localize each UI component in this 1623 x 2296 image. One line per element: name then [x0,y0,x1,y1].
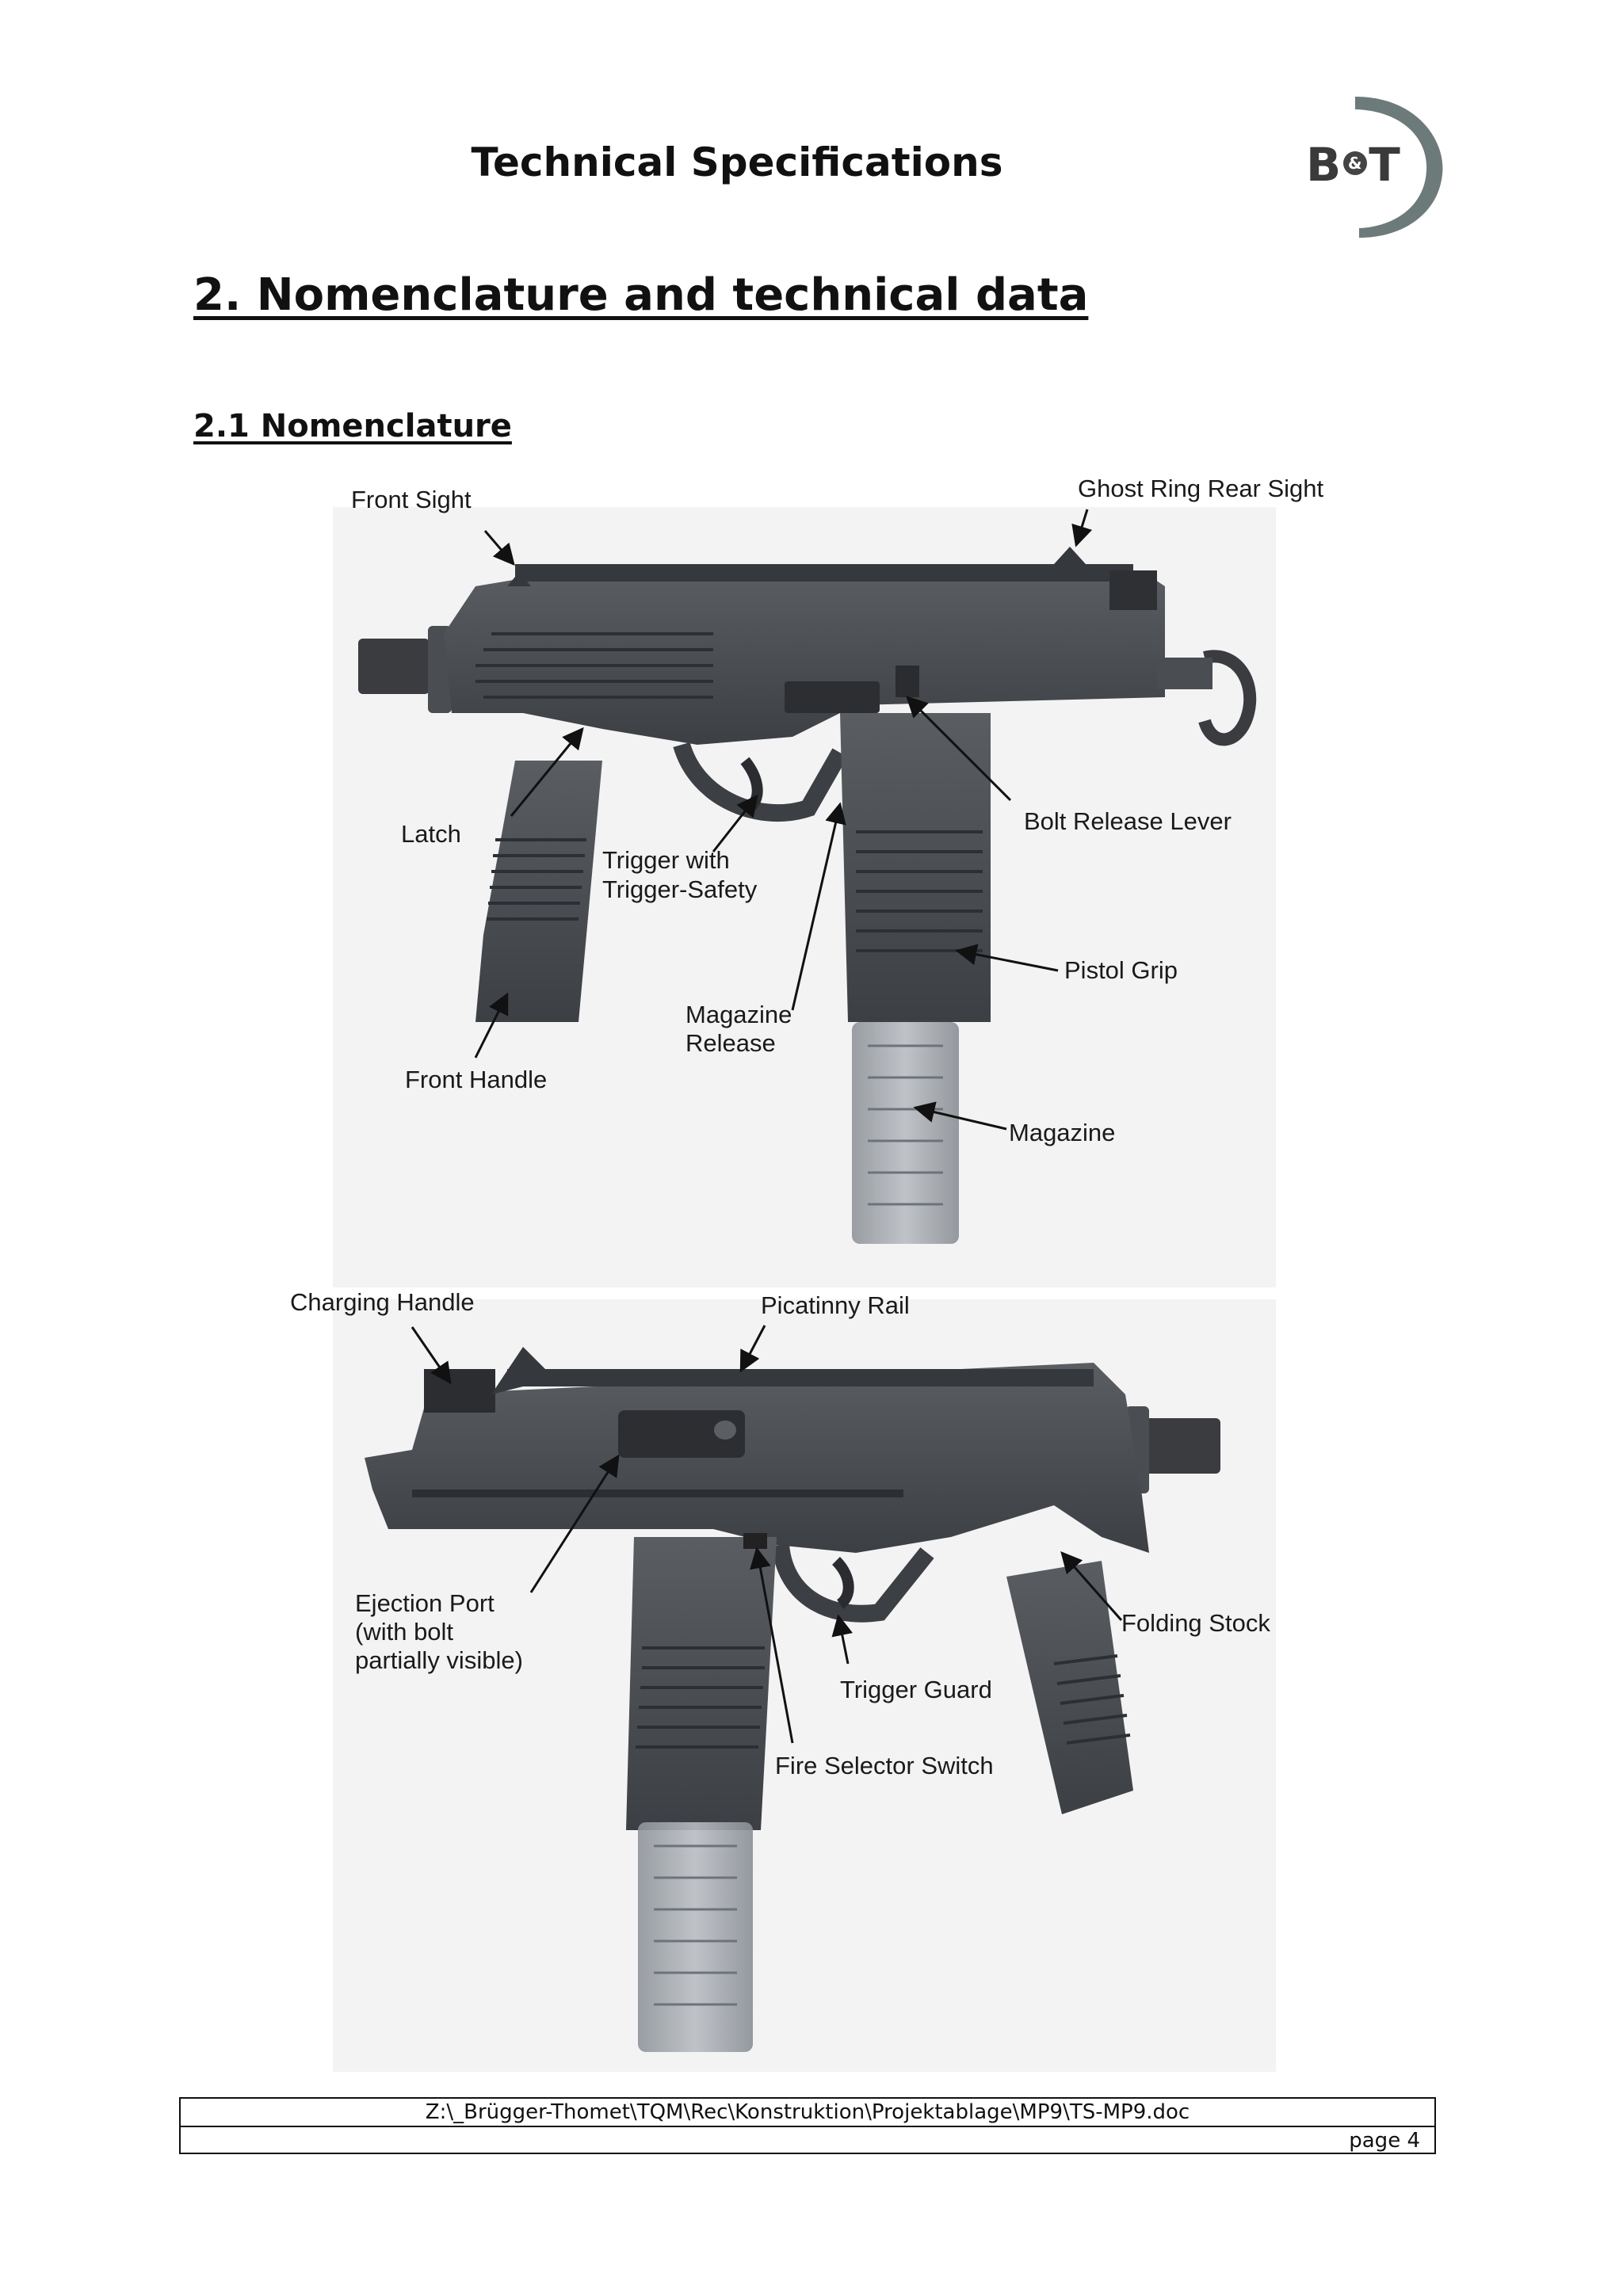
subsection-heading: 2.1 Nomenclature [193,408,512,444]
company-logo: B&T [1284,87,1450,246]
label-trigger-line-1: Trigger with [602,846,730,874]
logo-letter-t: T [1369,138,1401,192]
label-ghost-ring-rear-sight: Ghost Ring Rear Sight [1078,475,1324,502]
footer-file-path: Z:\_Brügger-Thomet\TQM\Rec\Konstruktion\… [181,2099,1434,2127]
label-front-sight: Front Sight [351,486,472,513]
label-charging-handle: Charging Handle [290,1288,475,1316]
figure-2-leader-lines [411,1325,1123,1744]
page-header-title: Technical Specifications [471,139,1003,185]
label-bolt-release-lever: Bolt Release Lever [1024,807,1232,835]
logo-letter-b: B [1306,138,1342,192]
label-magazine-release-line-1: Magazine [685,1001,792,1028]
label-trigger-line-2: Trigger-Safety [602,875,758,903]
label-fire-selector-switch: Fire Selector Switch [775,1752,994,1779]
logo-ampersand: & [1343,151,1368,175]
label-front-handle: Front Handle [405,1066,548,1093]
label-latch: Latch [401,820,461,848]
section-heading: 2. Nomenclature and technical data [193,269,1089,321]
logo-text: B&T [1306,138,1401,192]
label-ejection-port-line-2: (with bolt [355,1618,454,1646]
figure-1-leader-lines [474,509,1093,1131]
label-trigger-guard: Trigger Guard [840,1676,992,1703]
label-ejection-port-line-1: Ejection Port [355,1589,495,1617]
footer-page-number: page 4 [1349,2129,1420,2153]
label-picatinny-rail: Picatinny Rail [761,1291,910,1319]
weapon-left-side-view [358,547,1257,1244]
document-footer: Z:\_Brügger-Thomet\TQM\Rec\Konstruktion\… [179,2097,1436,2154]
label-magazine: Magazine [1009,1119,1116,1146]
label-folding-stock: Folding Stock [1121,1609,1270,1637]
label-pistol-grip: Pistol Grip [1064,956,1178,984]
label-ejection-port-line-3: partially visible) [355,1646,523,1674]
weapon-right-side-view [365,1347,1220,2052]
label-magazine-release-line-2: Release [685,1029,776,1057]
logo-arc-icon [1355,97,1443,238]
